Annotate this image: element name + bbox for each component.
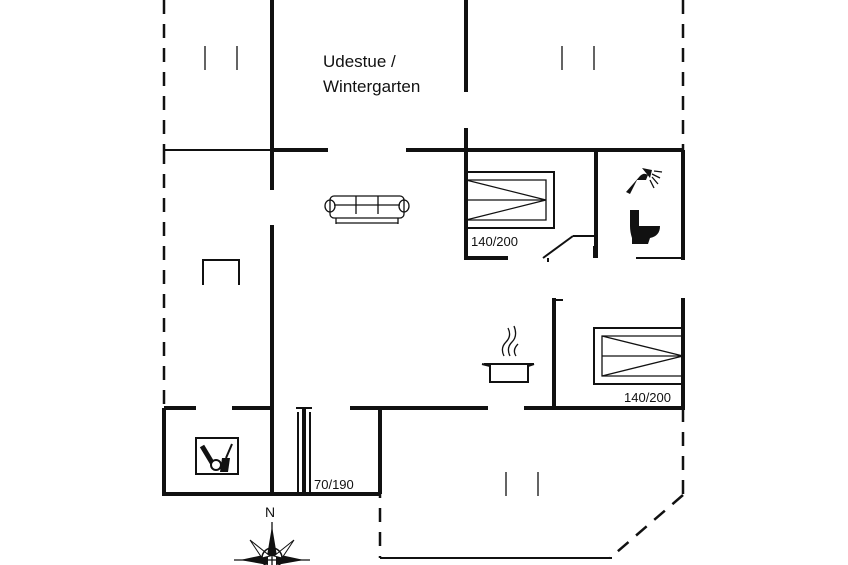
walls <box>162 0 685 559</box>
shower-icon <box>626 168 663 194</box>
bed-right <box>593 327 684 385</box>
terrace-outline <box>162 0 685 559</box>
bed-top <box>465 171 555 229</box>
cooking-pot-icon <box>481 325 535 383</box>
room-label-winter-garden-line1: Udestue / <box>323 52 396 71</box>
bed-small-label: 70/190 <box>314 477 354 492</box>
window-marks <box>204 46 595 496</box>
bed-right-label: 140/200 <box>624 390 671 405</box>
toilet-icon <box>630 210 660 244</box>
stove-symbol <box>202 259 240 285</box>
sofa-icon <box>324 195 410 224</box>
utility-room-icon <box>195 437 239 475</box>
room-label-winter-garden-line2: Wintergarten <box>323 77 420 96</box>
bed-top-label: 140/200 <box>471 234 518 249</box>
compass-north-label: N <box>265 504 275 520</box>
compass-rose-icon: N <box>234 504 310 565</box>
